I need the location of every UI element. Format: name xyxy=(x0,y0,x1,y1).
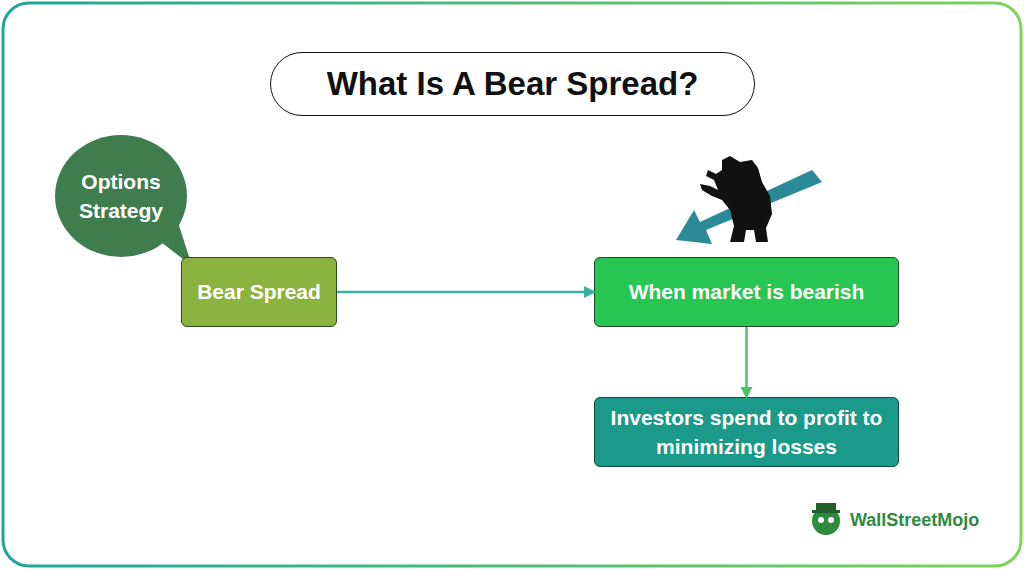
bear-silhouette xyxy=(700,156,772,242)
title-pill: What Is A Bear Spread? xyxy=(270,52,755,116)
process-box: Bear Spread xyxy=(181,257,337,327)
node-text: Bear Spread xyxy=(197,277,321,306)
page-frame xyxy=(3,3,1021,566)
bear-illustration xyxy=(676,156,822,244)
node-text: Investors spend to profit to minimizing … xyxy=(605,403,888,462)
watermark: WallStreetMojo xyxy=(850,510,979,531)
process-box: Investors spend to profit to minimizing … xyxy=(594,397,899,467)
callout-circle: Options Strategy xyxy=(55,135,187,257)
flow-arrow xyxy=(745,327,748,397)
process-box: When market is bearish xyxy=(594,257,899,327)
node-text: When market is bearish xyxy=(629,277,865,306)
node-text: Options Strategy xyxy=(65,167,177,226)
flow-arrow xyxy=(337,291,594,294)
logo-icon xyxy=(812,503,840,535)
diagram-title: What Is A Bear Spread? xyxy=(327,65,699,103)
